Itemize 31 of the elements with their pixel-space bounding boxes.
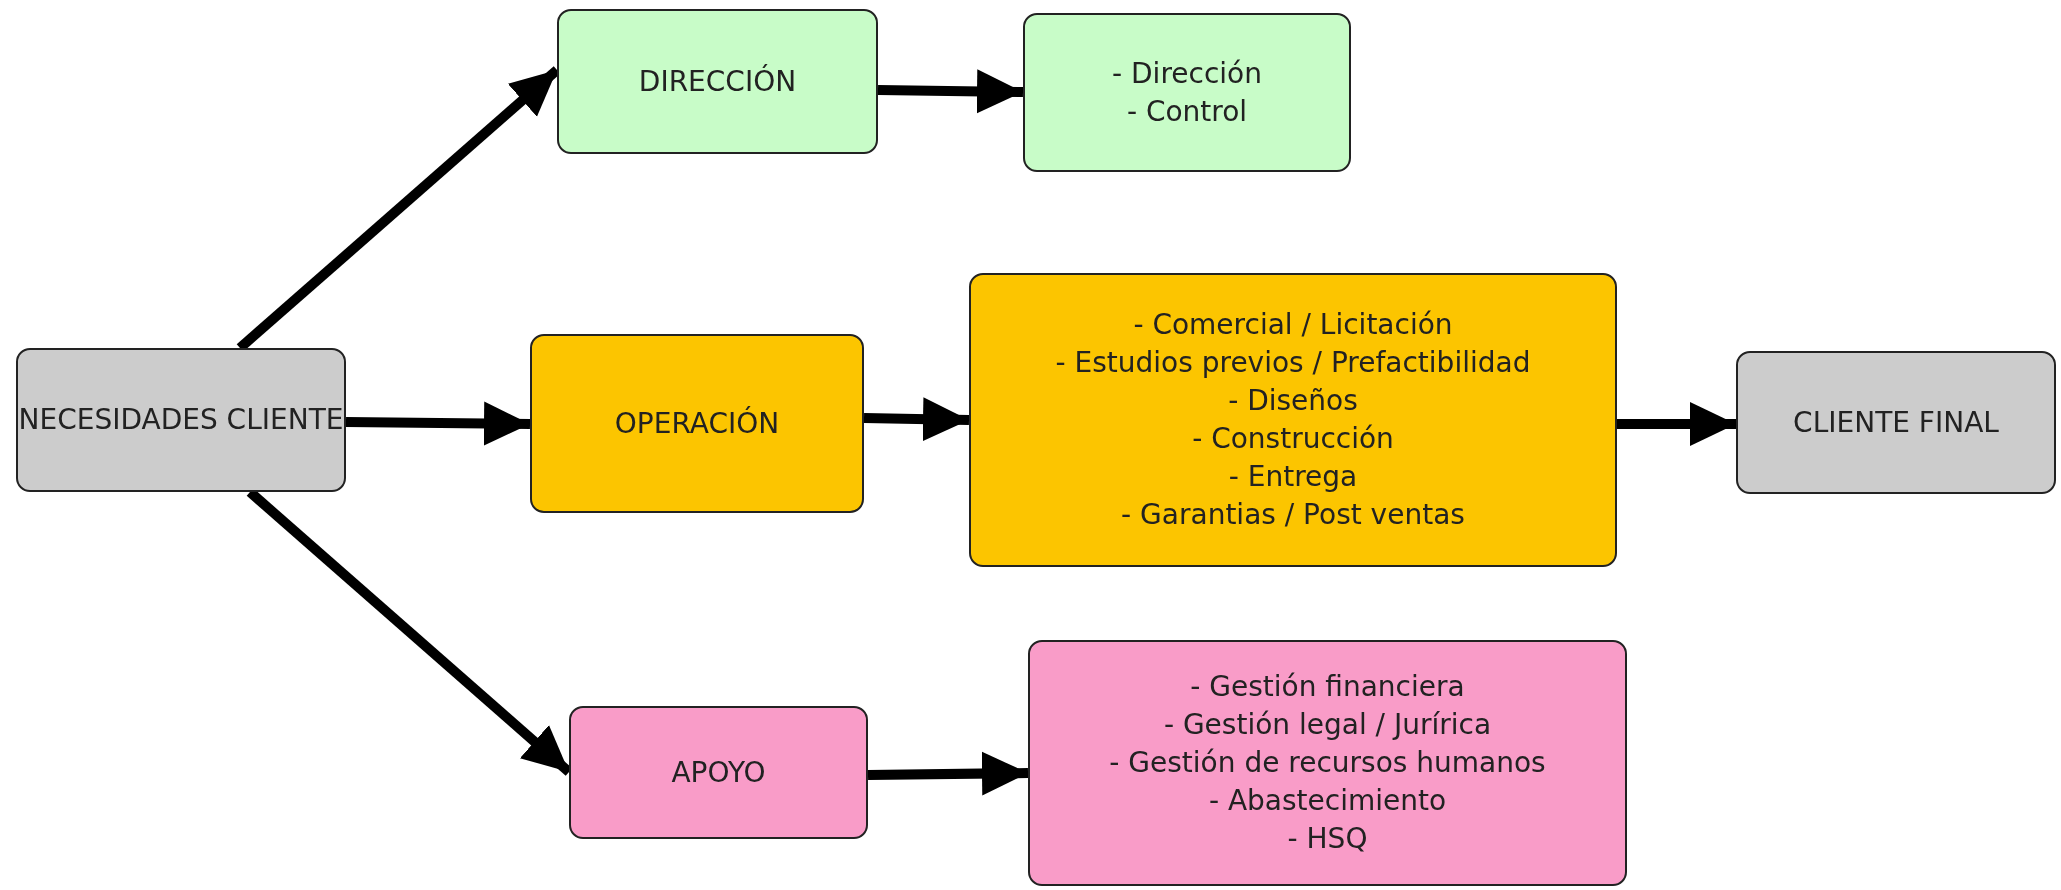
list-box [1023,13,1351,172]
process-box [557,9,878,154]
arrow [345,401,531,446]
process-box [16,348,346,492]
box-label: APOYO [671,754,766,791]
box-label: NECESIDADES CLIENTE [18,402,344,438]
list-item: - Control [1126,93,1248,130]
list-item: - Entrega [1228,459,1358,495]
list-item: - Comercial / Licitación [1133,307,1453,343]
list-item: - Gestión de recursos humanos [1109,745,1546,781]
list-item: - HSQ [1287,821,1368,857]
process-box [530,334,864,513]
list-item: - Construcción [1192,421,1394,457]
list-item: - Abastecimiento [1208,783,1447,819]
list-item: - Estudios previos / Prefactibilidad [1055,345,1531,381]
arrow [863,397,970,442]
process-box [569,706,868,839]
arrow [867,751,1029,796]
list-box [969,273,1617,567]
list-item: - Diseños [1228,383,1358,419]
list-item: - Dirección [1112,55,1262,92]
list-item: - Gestión legal / Jurírica [1163,707,1492,743]
list-item: - Gestión financiera [1190,669,1465,705]
box-label: CLIENTE FINAL [1793,404,1999,441]
process-box [1736,351,2056,494]
list-item: - Garantias / Post ventas [1121,497,1465,533]
list-box [1028,640,1627,886]
arrow [877,69,1024,114]
arrow [1617,402,1736,446]
box-label: DIRECCIÓN [638,63,797,100]
box-label: OPERACIÓN [614,405,780,442]
